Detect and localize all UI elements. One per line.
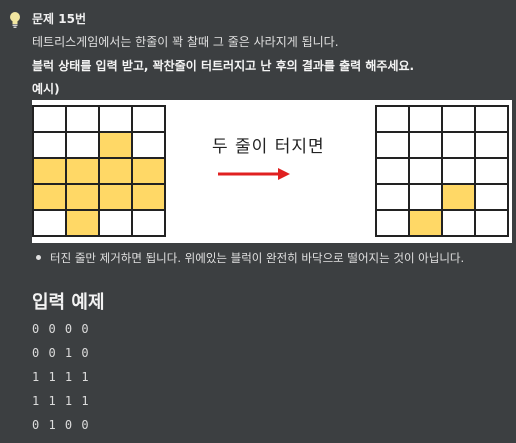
block-cell-filled xyxy=(100,159,133,185)
note-text: 터진 줄만 제거하면 됩니다. 위에있는 블럭이 완전히 바닥으로 떨어지는 것… xyxy=(50,251,465,265)
block-cell-empty xyxy=(133,107,166,133)
block-cell-empty xyxy=(410,159,443,185)
block-cell-empty xyxy=(377,211,410,237)
block-cell-empty xyxy=(34,133,67,159)
lightbulb-icon xyxy=(10,12,20,28)
block-cell-filled xyxy=(67,211,100,237)
block-cell-empty xyxy=(377,133,410,159)
block-cell-filled xyxy=(133,159,166,185)
input-line: 1 1 1 1 xyxy=(32,370,90,384)
bullet-dot xyxy=(36,255,41,260)
block-cell-empty xyxy=(443,107,476,133)
problem-description: 테트리스게임에서는 한줄이 꽉 찰때 그 줄은 사라지게 됩니다. xyxy=(32,35,339,49)
block-cell-filled xyxy=(100,185,133,211)
block-cell-empty xyxy=(476,211,509,237)
block-cell-empty xyxy=(133,211,166,237)
block-cell-filled xyxy=(133,185,166,211)
block-cell-empty xyxy=(377,107,410,133)
block-cell-empty xyxy=(410,133,443,159)
grid-after xyxy=(375,105,509,237)
problem-title: 문제 15번 xyxy=(32,12,86,26)
block-cell-empty xyxy=(377,185,410,211)
grid-before xyxy=(32,105,166,237)
block-cell-empty xyxy=(476,185,509,211)
block-cell-empty xyxy=(67,107,100,133)
input-example-title: 입력 예제 xyxy=(32,292,105,313)
block-cell-empty xyxy=(443,211,476,237)
block-cell-empty xyxy=(476,159,509,185)
figure-caption: 두 줄이 터지면 xyxy=(212,137,325,157)
block-cell-empty xyxy=(34,211,67,237)
block-cell-empty xyxy=(67,133,100,159)
block-cell-empty xyxy=(100,211,133,237)
block-cell-filled xyxy=(34,159,67,185)
block-cell-filled xyxy=(34,185,67,211)
right-arrow-icon xyxy=(218,168,290,180)
input-line: 0 0 1 0 xyxy=(32,346,90,360)
block-cell-filled xyxy=(410,211,443,237)
block-cell-filled xyxy=(67,185,100,211)
block-cell-empty xyxy=(476,107,509,133)
input-line: 0 1 0 0 xyxy=(32,418,90,432)
problem-instruction: 블럭 상태를 입력 받고, 꽉찬줄이 터트러지고 난 후의 결과를 출력 해주세… xyxy=(32,59,415,73)
example-label: 예시) xyxy=(32,82,60,96)
block-cell-empty xyxy=(410,107,443,133)
block-cell-empty xyxy=(476,133,509,159)
block-cell-empty xyxy=(377,159,410,185)
note-list-item: 터진 줄만 제거하면 됩니다. 위에있는 블럭이 완전히 바닥으로 떨어지는 것… xyxy=(36,250,464,266)
block-cell-empty xyxy=(443,133,476,159)
block-cell-empty xyxy=(133,133,166,159)
block-cell-empty xyxy=(410,185,443,211)
block-cell-empty xyxy=(443,159,476,185)
block-cell-empty xyxy=(100,107,133,133)
input-line: 1 1 1 1 xyxy=(32,394,90,408)
block-cell-empty xyxy=(34,107,67,133)
block-cell-filled xyxy=(67,159,100,185)
block-cell-filled xyxy=(443,185,476,211)
input-line: 0 0 0 0 xyxy=(32,322,90,336)
example-figure: 두 줄이 터지면 xyxy=(32,100,512,243)
block-cell-filled xyxy=(100,133,133,159)
